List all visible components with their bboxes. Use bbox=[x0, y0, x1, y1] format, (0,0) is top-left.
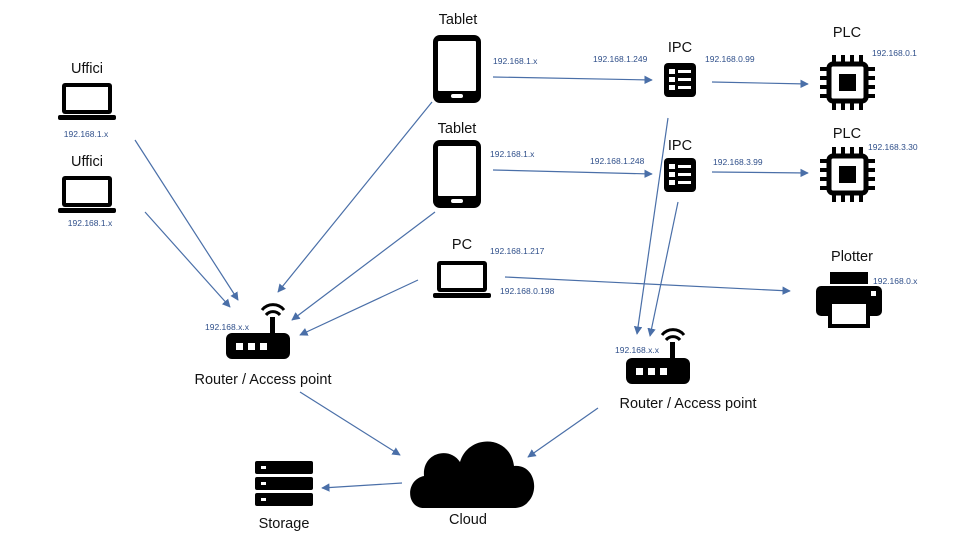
ipc-icon bbox=[664, 63, 696, 97]
uffici-1-ip: 192.168.1.x bbox=[64, 129, 109, 139]
arrow-uffici1-router1 bbox=[134, 139, 239, 301]
router-icon bbox=[624, 328, 692, 386]
tablet-icon bbox=[433, 140, 481, 208]
uffici-2-ip: 192.168.1.x bbox=[68, 218, 113, 228]
node-pc: PC 192.168.1.217 192.168.0.198 bbox=[433, 237, 555, 298]
tablet-2-ip: 192.168.1.x bbox=[490, 149, 535, 159]
router-2-label: Router / Access point bbox=[619, 396, 756, 412]
node-plotter: Plotter 192.168.0.x bbox=[814, 249, 918, 328]
arrow-ipc2-plc2 bbox=[711, 168, 809, 178]
arrow-router2-cloud bbox=[527, 407, 599, 458]
tablet-icon bbox=[433, 35, 481, 103]
arrow-tablet2-router1 bbox=[291, 211, 436, 321]
node-ipc-1: IPC 192.168.1.249 192.168.0.99 bbox=[593, 40, 755, 97]
plc-2-ip: 192.168.3.30 bbox=[868, 142, 918, 152]
arrow-pc-router1 bbox=[299, 279, 419, 336]
router-1-label: Router / Access point bbox=[194, 372, 331, 388]
node-tablet-1: Tablet 192.168.1.x bbox=[433, 12, 538, 103]
laptop-icon bbox=[433, 261, 491, 298]
chip-icon bbox=[820, 55, 875, 110]
storage-icon bbox=[255, 461, 313, 506]
arrow-pc-plotter bbox=[504, 276, 791, 295]
storage-label: Storage bbox=[259, 516, 310, 532]
pc-ip-top: 192.168.1.217 bbox=[490, 246, 545, 256]
plc-1-label: PLC bbox=[833, 25, 861, 41]
node-router-1: 192.168.x.x Router / Access point bbox=[194, 303, 332, 388]
uffici-2-label: Uffici bbox=[71, 154, 103, 170]
laptop-icon bbox=[58, 83, 116, 120]
pc-ip-bottom: 192.168.0.198 bbox=[500, 286, 555, 296]
arrow-tablet1-router1 bbox=[277, 101, 433, 293]
plc-2-label: PLC bbox=[833, 126, 861, 142]
ipc-2-label: IPC bbox=[668, 138, 692, 154]
node-uffici-2: Uffici 192.168.1.x bbox=[58, 154, 116, 228]
cloud-label: Cloud bbox=[449, 512, 487, 528]
pc-label: PC bbox=[452, 237, 472, 253]
cloud-icon bbox=[410, 441, 535, 508]
arrow-uffici2-router1 bbox=[144, 211, 231, 308]
arrow-ipc1-plc1 bbox=[711, 79, 809, 89]
router-2-ip: 192.168.x.x bbox=[615, 345, 660, 355]
laptop-icon bbox=[58, 176, 116, 213]
node-plc-2: PLC 192.168.3.30 bbox=[820, 126, 918, 202]
arrow-tablet1-ipc1 bbox=[492, 75, 653, 85]
plc-1-ip: 192.168.0.1 bbox=[872, 48, 917, 58]
arrow-tablet2-ipc2 bbox=[492, 169, 653, 179]
chip-icon bbox=[820, 147, 875, 202]
node-ipc-2: IPC 192.168.1.248 192.168.3.99 bbox=[590, 138, 763, 192]
arrow-ipc2-router2 bbox=[647, 201, 679, 337]
ipc-1-ip-left: 192.168.1.249 bbox=[593, 54, 648, 64]
arrow-ipc1-router2 bbox=[633, 117, 669, 335]
ipc-1-ip-right: 192.168.0.99 bbox=[705, 54, 755, 64]
arrow-router1-cloud bbox=[299, 391, 401, 456]
tablet-2-label: Tablet bbox=[438, 121, 477, 137]
uffici-1-label: Uffici bbox=[71, 61, 103, 77]
plotter-ip: 192.168.0.x bbox=[873, 276, 918, 286]
ipc-2-ip-right: 192.168.3.99 bbox=[713, 157, 763, 167]
node-router-2: 192.168.x.x Router / Access point bbox=[615, 328, 757, 412]
node-tablet-2: Tablet 192.168.1.x bbox=[433, 121, 535, 208]
node-storage: Storage bbox=[255, 461, 313, 532]
connections bbox=[134, 75, 809, 492]
tablet-1-ip: 192.168.1.x bbox=[493, 56, 538, 66]
ipc-1-label: IPC bbox=[668, 40, 692, 56]
node-cloud: Cloud bbox=[410, 441, 535, 528]
node-uffici-1: Uffici 192.168.1.x bbox=[58, 61, 116, 139]
ipc-2-ip-left: 192.168.1.248 bbox=[590, 156, 645, 166]
router-1-ip: 192.168.x.x bbox=[205, 322, 250, 332]
tablet-1-label: Tablet bbox=[439, 12, 478, 28]
ipc-icon bbox=[664, 158, 696, 192]
plotter-label: Plotter bbox=[831, 249, 873, 265]
node-plc-1: PLC 192.168.0.1 bbox=[820, 25, 917, 110]
arrow-cloud-storage bbox=[321, 482, 403, 492]
